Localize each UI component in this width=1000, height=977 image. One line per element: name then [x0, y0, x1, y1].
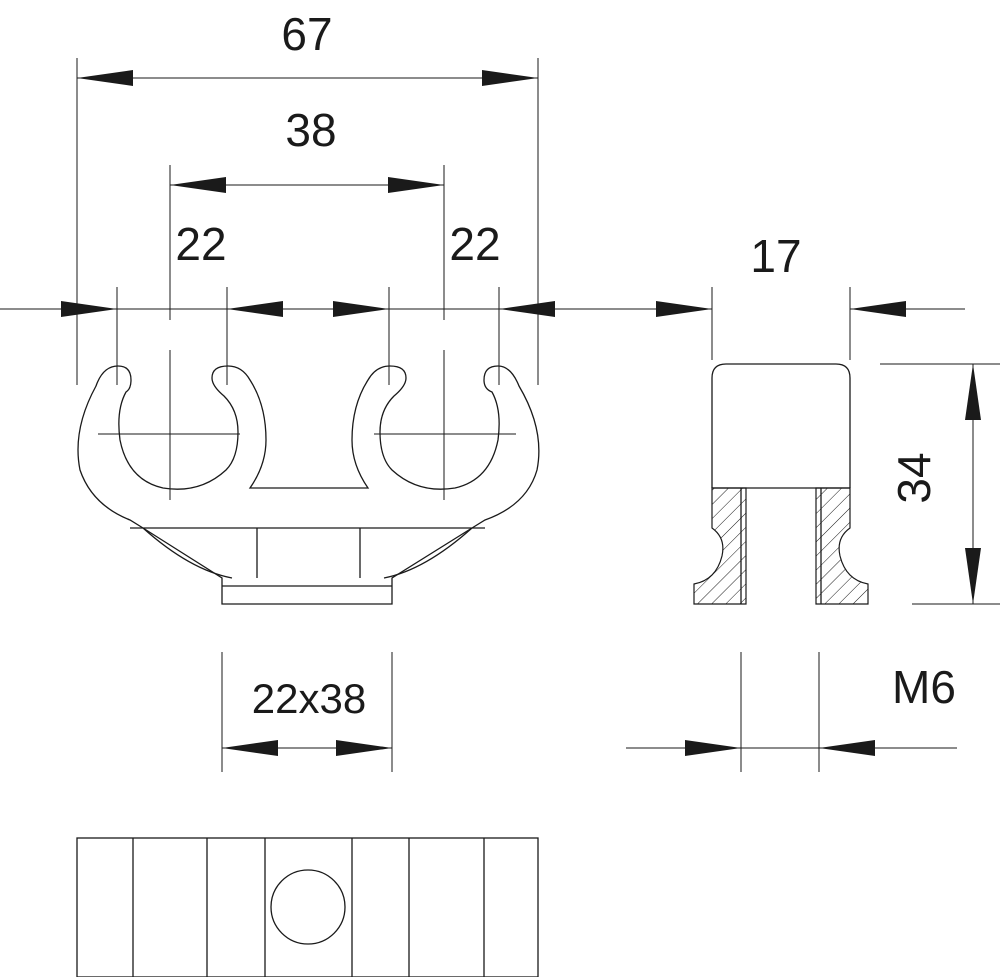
arrow-m6-right	[819, 740, 875, 756]
arrow-38-right	[388, 177, 444, 193]
arrow-34-bottom	[965, 548, 981, 604]
dim-label-38: 38	[285, 104, 336, 156]
bottom-view	[76, 837, 539, 977]
bolt-hole	[270, 869, 346, 945]
dim-label-22-right: 22	[449, 218, 500, 270]
dim-label-34: 34	[888, 452, 940, 503]
dim-label-m6: M6	[892, 661, 956, 713]
side-section-right	[815, 487, 869, 605]
bottom-view-outline	[76, 837, 539, 977]
clip-body-outline	[77, 365, 540, 605]
arrow-m6-left	[685, 740, 741, 756]
dim-label-base: 22x38	[252, 675, 366, 722]
arrow-17-left	[656, 301, 712, 317]
dim-label-17: 17	[750, 230, 801, 282]
arrow-22-c	[333, 301, 389, 317]
dim-label-67: 67	[281, 8, 332, 60]
arrow-22-b	[227, 301, 283, 317]
arrow-67-left	[77, 70, 133, 86]
arrow-base-right	[336, 740, 392, 756]
side-cap-outline	[711, 363, 851, 488]
arrow-22-d	[499, 301, 555, 317]
side-section-left	[693, 487, 747, 605]
front-view: 67 38 22 22	[0, 8, 712, 605]
flange-side-right	[383, 527, 473, 579]
base-dimension: 22x38	[221, 652, 393, 772]
dim-label-22-left: 22	[175, 218, 226, 270]
arrow-34-top	[965, 364, 981, 420]
side-view: 17 34 M6	[626, 230, 1000, 772]
flange-side-left	[142, 527, 233, 579]
arrow-22-a	[61, 301, 117, 317]
arrow-base-left	[222, 740, 278, 756]
arrow-17-right	[850, 301, 906, 317]
arrow-38-left	[170, 177, 226, 193]
arrow-67-right	[482, 70, 538, 86]
